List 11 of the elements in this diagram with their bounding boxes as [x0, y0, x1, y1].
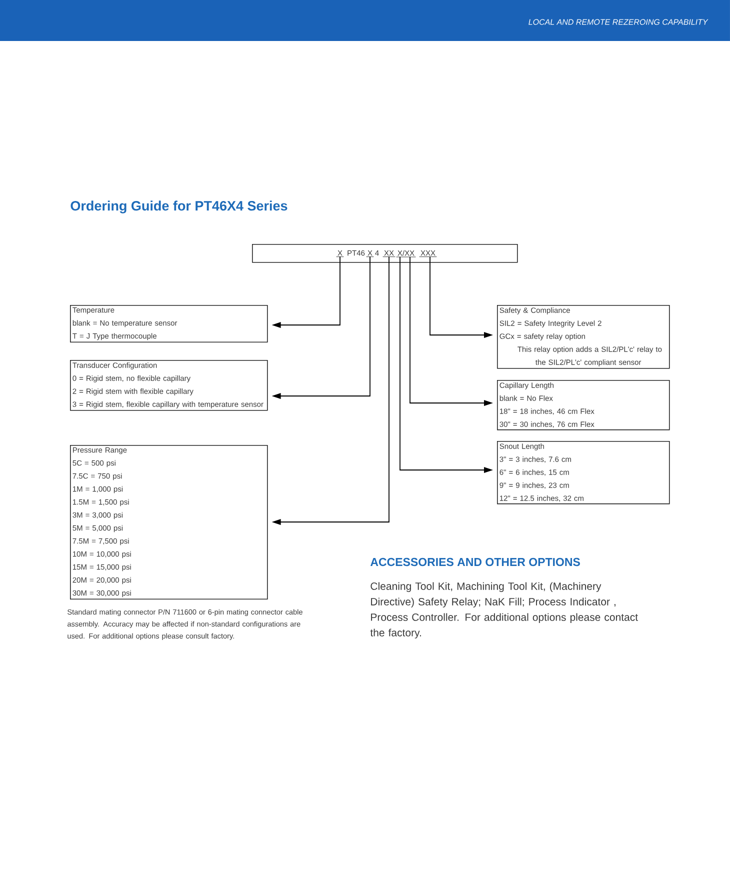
- section-heading: ACCESSORIES AND OTHER OPTIONS: [370, 558, 580, 566]
- paragraph: Cleaning Tool Kit, Machining Tool Kit, (Machinery Directive) Safety Relay; NaK Fill; Process Indicator , Process Controller. For additional options please contact the factory.: [370, 582, 638, 638]
- leader-arrow: [430, 256, 493, 338]
- leader-arrow: [272, 256, 340, 328]
- title: Ordering Guide for PT46X4 Series: [70, 200, 288, 214]
- leader-arrow: [272, 256, 390, 525]
- leader-arrow: [400, 256, 493, 473]
- leader-arrow: [410, 256, 493, 406]
- header-text: LOCAL AND REMOTE REZEROING CAPABILITY: [528, 19, 708, 25]
- code-box: [252, 244, 518, 263]
- leader-arrow: [272, 256, 370, 399]
